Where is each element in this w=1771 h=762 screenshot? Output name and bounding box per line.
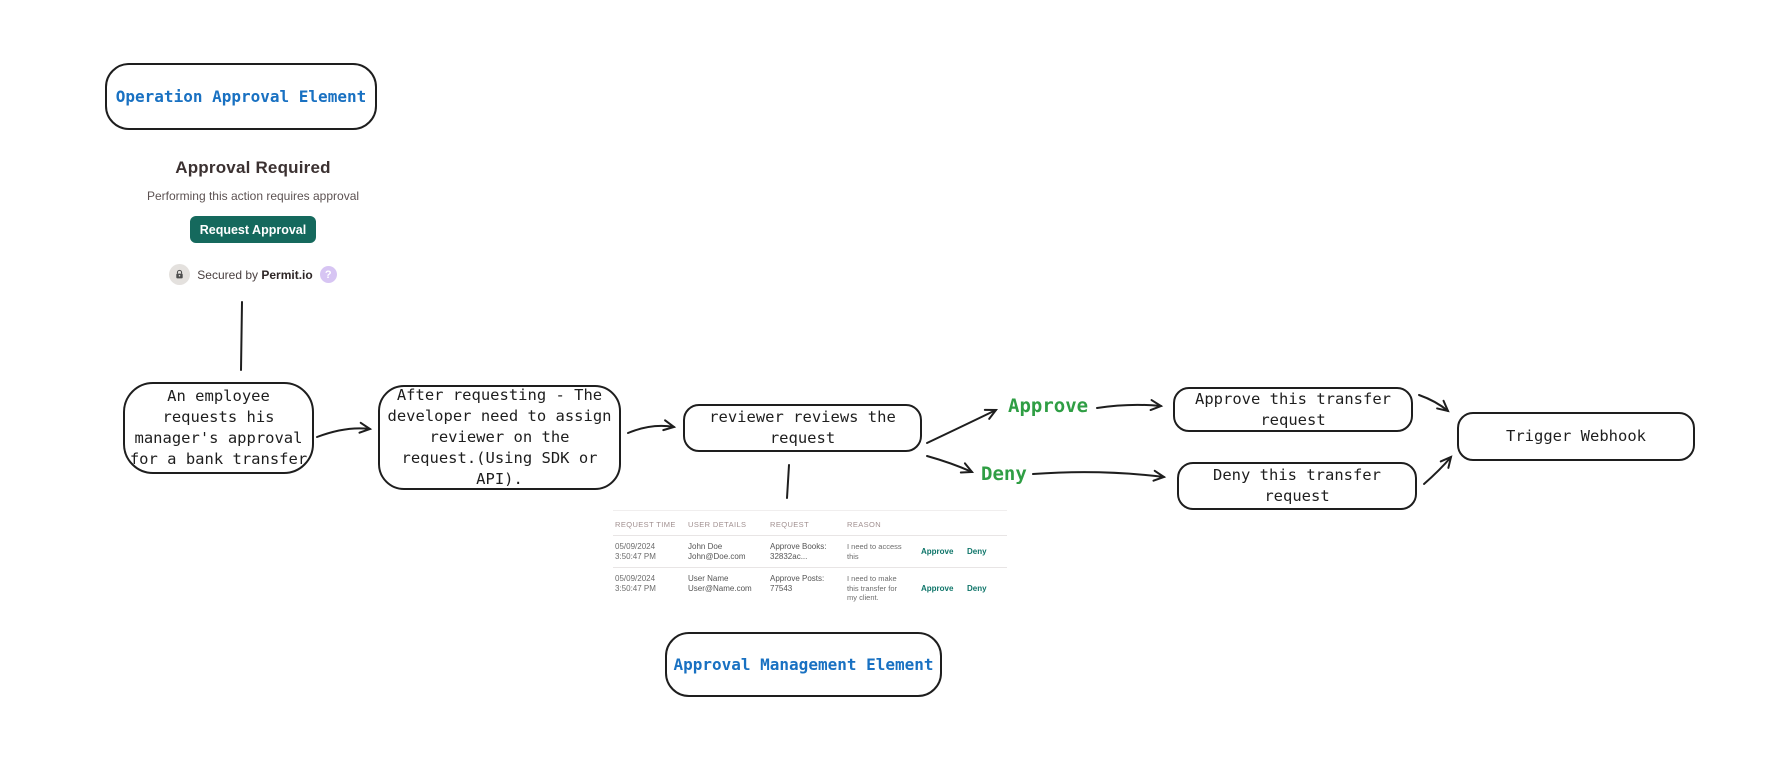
arrow-assign-to-review <box>627 419 677 434</box>
deny-link[interactable]: Deny <box>967 547 987 556</box>
col-request-time: REQUEST TIME <box>615 520 676 529</box>
arrow-review-to-deny <box>926 455 975 474</box>
operation-approval-element-box: Operation Approval Element <box>105 63 377 130</box>
line-widget-to-employee-box <box>240 301 243 371</box>
arrow-denybox-to-webhook <box>1423 455 1453 485</box>
cell-request: Approve Books: 32832ac... <box>770 542 827 561</box>
flow-box-employee-request: An employee requests his manager's appro… <box>123 382 314 474</box>
flow-box-deny-request: Deny this transfer request <box>1177 462 1417 510</box>
col-reason: REASON <box>847 520 882 529</box>
flow-box-trigger-webhook: Trigger Webhook <box>1457 412 1695 461</box>
secured-by-text: Secured by Permit.io <box>197 267 313 282</box>
lock-icon <box>169 264 191 285</box>
cell-request: Approve Posts: 77543 <box>770 574 825 593</box>
approval-requests-table: REQUEST TIME USER DETAILS REQUEST REASON… <box>613 510 1007 609</box>
arrow-review-to-approve <box>926 408 999 444</box>
cell-request-time: 05/09/2024 3:50:47 PM <box>615 574 656 593</box>
permit-brand: Permit.io <box>261 267 313 282</box>
approve-link[interactable]: Approve <box>921 583 954 593</box>
arrow-deny-to-box <box>1032 469 1167 482</box>
branch-label-approve: Approve <box>1008 395 1089 417</box>
cell-request-time: 05/09/2024 3:50:47 PM <box>615 542 656 561</box>
request-approval-button[interactable]: Request Approval <box>190 216 316 243</box>
help-icon[interactable]: ? <box>319 266 337 283</box>
arrow-approvebox-to-webhook <box>1418 394 1450 413</box>
col-request: REQUEST <box>770 520 810 529</box>
flow-box-reviewer-reviews: reviewer reviews the request <box>683 404 922 452</box>
cell-user-details: John Doe John@Doe.com <box>688 542 746 561</box>
deny-link[interactable]: Deny <box>967 583 987 593</box>
approve-link[interactable]: Approve <box>921 547 954 556</box>
branch-label-deny: Deny <box>981 463 1027 485</box>
cell-reason: I need to access this <box>847 542 902 561</box>
table-header-row: REQUEST TIME USER DETAILS REQUEST REASON <box>613 511 1007 536</box>
approval-required-subtitle: Performing this action requires approval <box>146 189 360 203</box>
arrow-approve-to-box <box>1096 399 1164 412</box>
approval-required-title: Approval Required <box>175 158 331 177</box>
flow-box-approve-request: Approve this transfer request <box>1173 387 1413 432</box>
operation-approval-element-label: Operation Approval Element <box>115 87 367 106</box>
col-user-details: USER DETAILS <box>688 520 747 529</box>
table-row: 05/09/2024 3:50:47 PM John Doe John@Doe.… <box>613 536 1007 568</box>
line-review-to-table <box>786 464 790 499</box>
secured-by-row: Secured by Permit.io ? <box>105 264 401 285</box>
table-row: 05/09/2024 3:50:47 PM User Name User@Nam… <box>613 568 1007 609</box>
approval-management-element-box: Approval Management Element <box>665 632 942 697</box>
arrow-employee-to-assign <box>316 421 373 438</box>
cell-reason: I need to make this transfer for my clie… <box>847 574 898 602</box>
approval-management-element-label: Approval Management Element <box>673 655 934 674</box>
cell-user-details: User Name User@Name.com <box>688 574 752 593</box>
flow-box-assign-reviewer: After requesting - The developer need to… <box>378 385 621 490</box>
